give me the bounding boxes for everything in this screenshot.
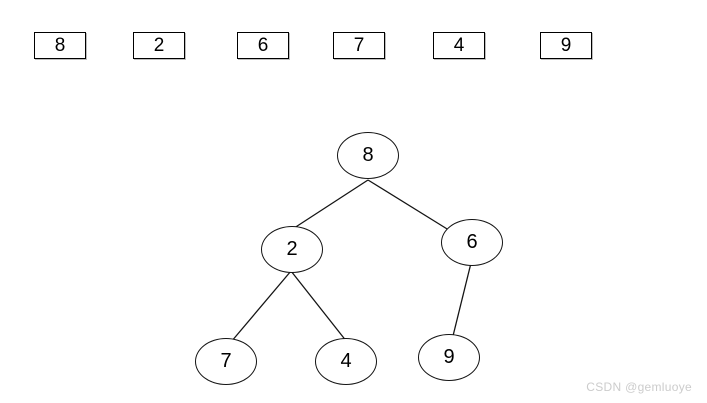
array-box-2: 6: [237, 32, 289, 59]
edge-6-9: [451, 262, 472, 341]
tree-node-9: 9: [418, 334, 480, 381]
edge-2-7: [230, 270, 292, 343]
watermark-text: CSDN @gemluoye: [586, 380, 692, 394]
edge-8-2: [287, 179, 369, 233]
tree-node-6: 6: [441, 219, 503, 266]
tree-node-4: 4: [315, 338, 377, 385]
array-box-4: 4: [433, 32, 485, 59]
edge-8-6: [367, 179, 453, 233]
edge-2-4: [290, 270, 348, 343]
array-box-0: 8: [34, 32, 86, 59]
tree-node-8: 8: [337, 132, 399, 179]
tree-node-2: 2: [261, 226, 323, 273]
tree-node-7: 7: [195, 338, 257, 385]
array-box-5: 9: [540, 32, 592, 59]
array-box-3: 7: [333, 32, 385, 59]
array-box-1: 2: [133, 32, 185, 59]
